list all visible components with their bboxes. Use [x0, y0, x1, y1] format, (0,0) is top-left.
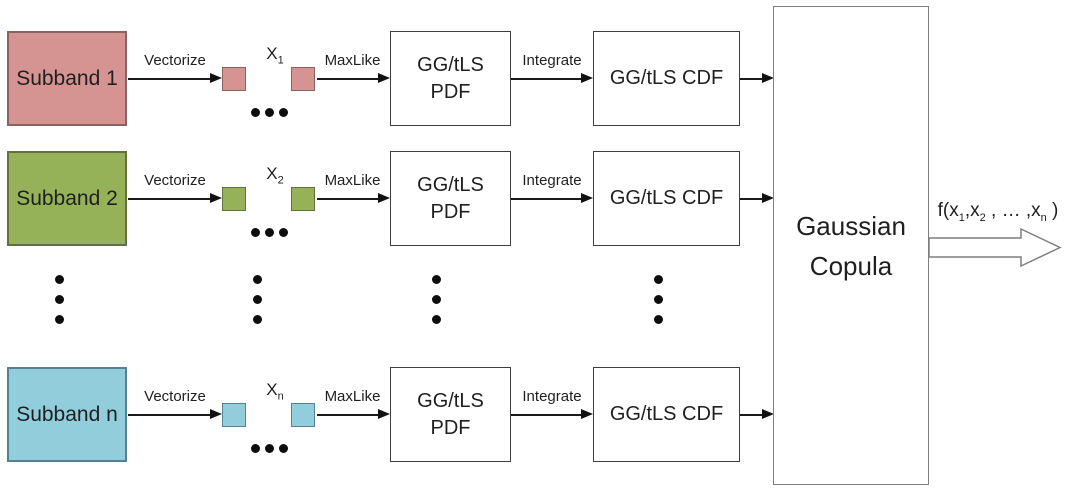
- cdf-box: GG/tLS CDF: [593, 31, 740, 126]
- pipeline-row-2: Subband 2 Vectorize X2 MaxLike GG/tLS PD…: [0, 151, 1067, 246]
- flow-line: [511, 78, 581, 80]
- vector-sample-square: [291, 403, 315, 427]
- vector-sample-square: [222, 67, 246, 91]
- flow-line: [511, 414, 581, 416]
- dot-icon: [55, 295, 64, 304]
- arrowhead-icon: [581, 72, 593, 83]
- ellipsis-dots: [251, 108, 288, 117]
- vectorize-label: Vectorize: [144, 52, 206, 69]
- vertical-ellipsis: [55, 275, 64, 324]
- dot-icon: [253, 275, 262, 284]
- arrowhead-icon: [762, 192, 774, 203]
- arrowhead-icon: [762, 72, 774, 83]
- flow-line: [317, 78, 378, 80]
- arrowhead-icon: [581, 408, 593, 419]
- dot-icon: [279, 108, 288, 117]
- dot-icon: [265, 228, 274, 237]
- cdf-box: GG/tLS CDF: [593, 151, 740, 246]
- dot-icon: [432, 315, 441, 324]
- pdf-box: GG/tLS PDF: [390, 31, 511, 126]
- dot-icon: [279, 444, 288, 453]
- dot-icon: [251, 228, 260, 237]
- output-arrow-icon: [928, 227, 1062, 268]
- subband-label: Subband 2: [16, 186, 118, 210]
- arrowhead-icon: [210, 72, 222, 83]
- vertical-ellipsis: [432, 275, 441, 324]
- flow-line: [317, 414, 378, 416]
- gaussian-copula-box: Gaussian Copula: [773, 6, 929, 485]
- cdf-box: GG/tLS CDF: [593, 367, 740, 462]
- arrowhead-icon: [210, 408, 222, 419]
- dot-icon: [265, 108, 274, 117]
- arrowhead-icon: [581, 192, 593, 203]
- flow-line: [317, 198, 378, 200]
- output-density-label: f(x1,x2 , … ,xn ): [937, 200, 1059, 224]
- dot-icon: [654, 315, 663, 324]
- flow-line: [511, 198, 581, 200]
- dot-icon: [654, 295, 663, 304]
- flow-line: [740, 78, 762, 80]
- x-vector-label: X1: [266, 44, 284, 67]
- ellipsis-dots: [251, 444, 288, 453]
- integrate-label: Integrate: [522, 172, 582, 189]
- subband-label: Subband n: [16, 402, 118, 426]
- flow-line: [128, 198, 210, 200]
- flow-line: [740, 414, 762, 416]
- subband-box: Subband n: [7, 367, 127, 462]
- dot-icon: [55, 315, 64, 324]
- dot-icon: [251, 444, 260, 453]
- subband-box: Subband 1: [7, 31, 127, 126]
- pipeline-row-n: Subband n Vectorize Xn MaxLike GG/tLS PD…: [0, 367, 1067, 462]
- arrowhead-icon: [378, 72, 390, 83]
- maxlike-label: MaxLike: [324, 172, 381, 189]
- dot-icon: [55, 275, 64, 284]
- arrowhead-icon: [378, 408, 390, 419]
- vector-sample-square: [222, 403, 246, 427]
- pdf-box: GG/tLS PDF: [390, 367, 511, 462]
- dot-icon: [279, 228, 288, 237]
- flow-line: [740, 198, 762, 200]
- integrate-label: Integrate: [522, 388, 582, 405]
- vector-sample-square: [291, 67, 315, 91]
- arrowhead-icon: [378, 192, 390, 203]
- x-vector-label: Xn: [266, 380, 284, 403]
- flow-line: [128, 78, 210, 80]
- dot-icon: [432, 295, 441, 304]
- maxlike-label: MaxLike: [324, 52, 381, 69]
- subband-box: Subband 2: [7, 151, 127, 246]
- vectorize-label: Vectorize: [144, 388, 206, 405]
- x-vector-label: X2: [266, 164, 284, 187]
- vector-sample-square: [222, 187, 246, 211]
- dot-icon: [251, 108, 260, 117]
- dot-icon: [654, 275, 663, 284]
- flow-line: [128, 414, 210, 416]
- subband-label: Subband 1: [16, 66, 118, 90]
- dot-icon: [253, 315, 262, 324]
- ellipsis-dots: [251, 228, 288, 237]
- pipeline-row-1: Subband 1 Vectorize X1 MaxLike GG/tLS PD…: [0, 31, 1067, 126]
- dot-icon: [265, 444, 274, 453]
- arrowhead-icon: [762, 408, 774, 419]
- maxlike-label: MaxLike: [324, 388, 381, 405]
- vectorize-label: Vectorize: [144, 172, 206, 189]
- dot-icon: [432, 275, 441, 284]
- arrowhead-icon: [210, 192, 222, 203]
- dot-icon: [253, 295, 262, 304]
- vertical-ellipsis: [253, 275, 262, 324]
- pdf-box: GG/tLS PDF: [390, 151, 511, 246]
- integrate-label: Integrate: [522, 52, 582, 69]
- vertical-ellipsis: [654, 275, 663, 324]
- vector-sample-square: [291, 187, 315, 211]
